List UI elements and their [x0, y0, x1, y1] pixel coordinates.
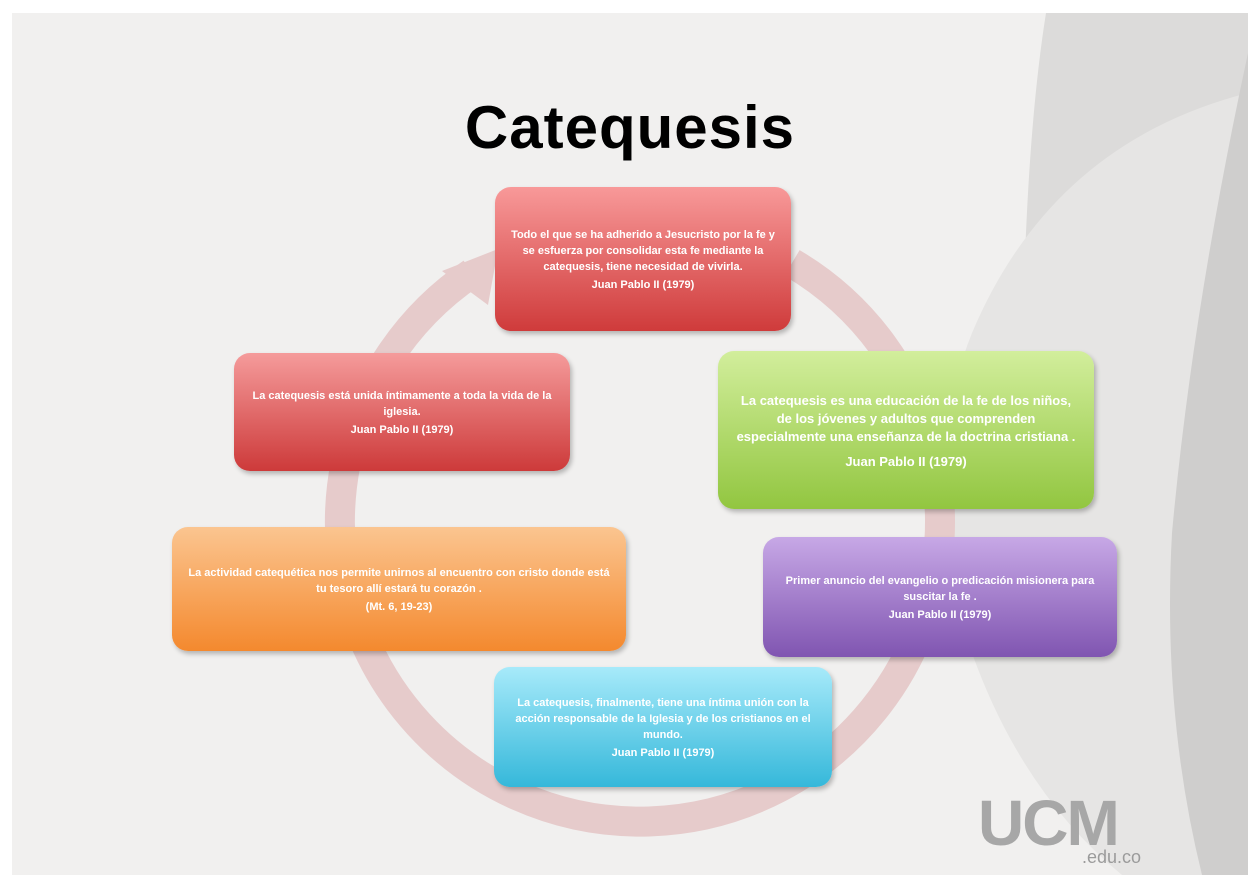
- slide-title: Catequesis: [464, 94, 796, 161]
- cycle-item-text: La catequesis, finalmente, tiene una ínt…: [515, 697, 811, 741]
- cycle-item-5: La actividad catequética nos permite uni…: [172, 527, 626, 651]
- cycle-item-source: Juan Pablo II (1979): [611, 747, 715, 759]
- cycle-item-1: Todo el que se ha adherido a Jesucristo …: [495, 187, 791, 331]
- cycle-item-3: Primer anuncio del evangelio o predicaci…: [763, 537, 1117, 657]
- cycle-item-source: (Mt. 6, 19-23): [365, 601, 433, 613]
- cycle-item-2: La catequesis es una educación de la fe …: [718, 351, 1094, 509]
- ucm-logo: UCM .edu.co: [978, 791, 1178, 871]
- cycle-item-source: Juan Pablo II (1979): [888, 609, 992, 621]
- logo-mark: UCM: [978, 787, 1120, 859]
- cycle-item-source: Juan Pablo II (1979): [591, 279, 695, 291]
- cycle-item-text: La catequesis está unida íntimamente a t…: [252, 390, 552, 418]
- slide: Catequesis Todo el que se ha adherido a …: [12, 13, 1248, 875]
- cycle-item-source: Juan Pablo II (1979): [350, 424, 454, 436]
- cycle-item-text: Primer anuncio del evangelio o predicaci…: [785, 575, 1095, 603]
- cycle-item-source: Juan Pablo II (1979): [845, 453, 967, 469]
- cycle-item-4: La catequesis, finalmente, tiene una ínt…: [494, 667, 832, 787]
- background-swoosh-edge: [1170, 53, 1248, 875]
- cycle-item-text: Todo el que se ha adherido a Jesucristo …: [511, 229, 775, 273]
- background-decoration: [942, 13, 1248, 875]
- logo-domain: .edu.co: [1082, 847, 1142, 867]
- cycle-item-text: La actividad catequética nos permite uni…: [188, 567, 610, 595]
- cycle-item-text: La catequesis es una educación de la fe …: [736, 392, 1076, 444]
- cycle-item-6: La catequesis está unida íntimamente a t…: [234, 353, 570, 471]
- cycle-arrowhead: [442, 249, 498, 305]
